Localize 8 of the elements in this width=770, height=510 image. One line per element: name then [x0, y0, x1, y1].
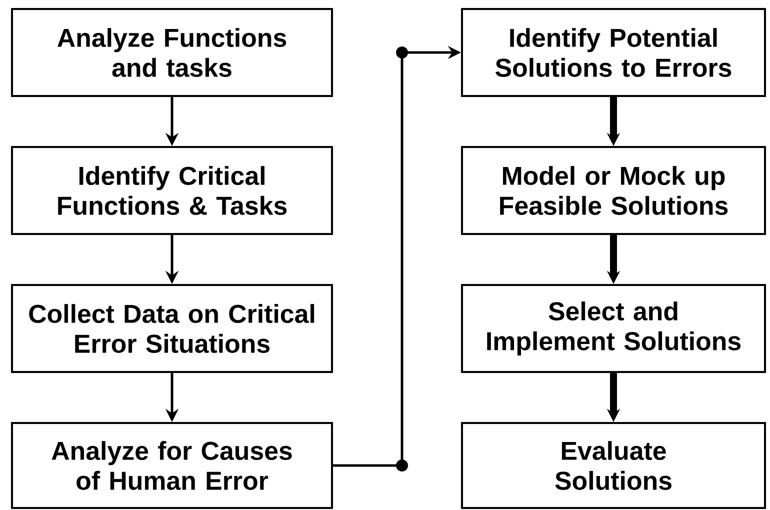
- process-box: Select and Implement Solutions: [461, 284, 766, 373]
- process-box: Identify Critical Functions & Tasks: [11, 146, 333, 235]
- process-box: Identify Potential Solutions to Errors: [461, 8, 766, 97]
- process-box: Analyze Functions and tasks: [11, 8, 333, 97]
- process-box: Model or Mock up Feasible Solutions: [461, 146, 766, 235]
- process-box: Collect Data on Critical Error Situations: [11, 284, 333, 373]
- process-box: Analyze for Causes of Human Error: [11, 422, 333, 509]
- process-box: Evaluate Solutions: [461, 422, 766, 509]
